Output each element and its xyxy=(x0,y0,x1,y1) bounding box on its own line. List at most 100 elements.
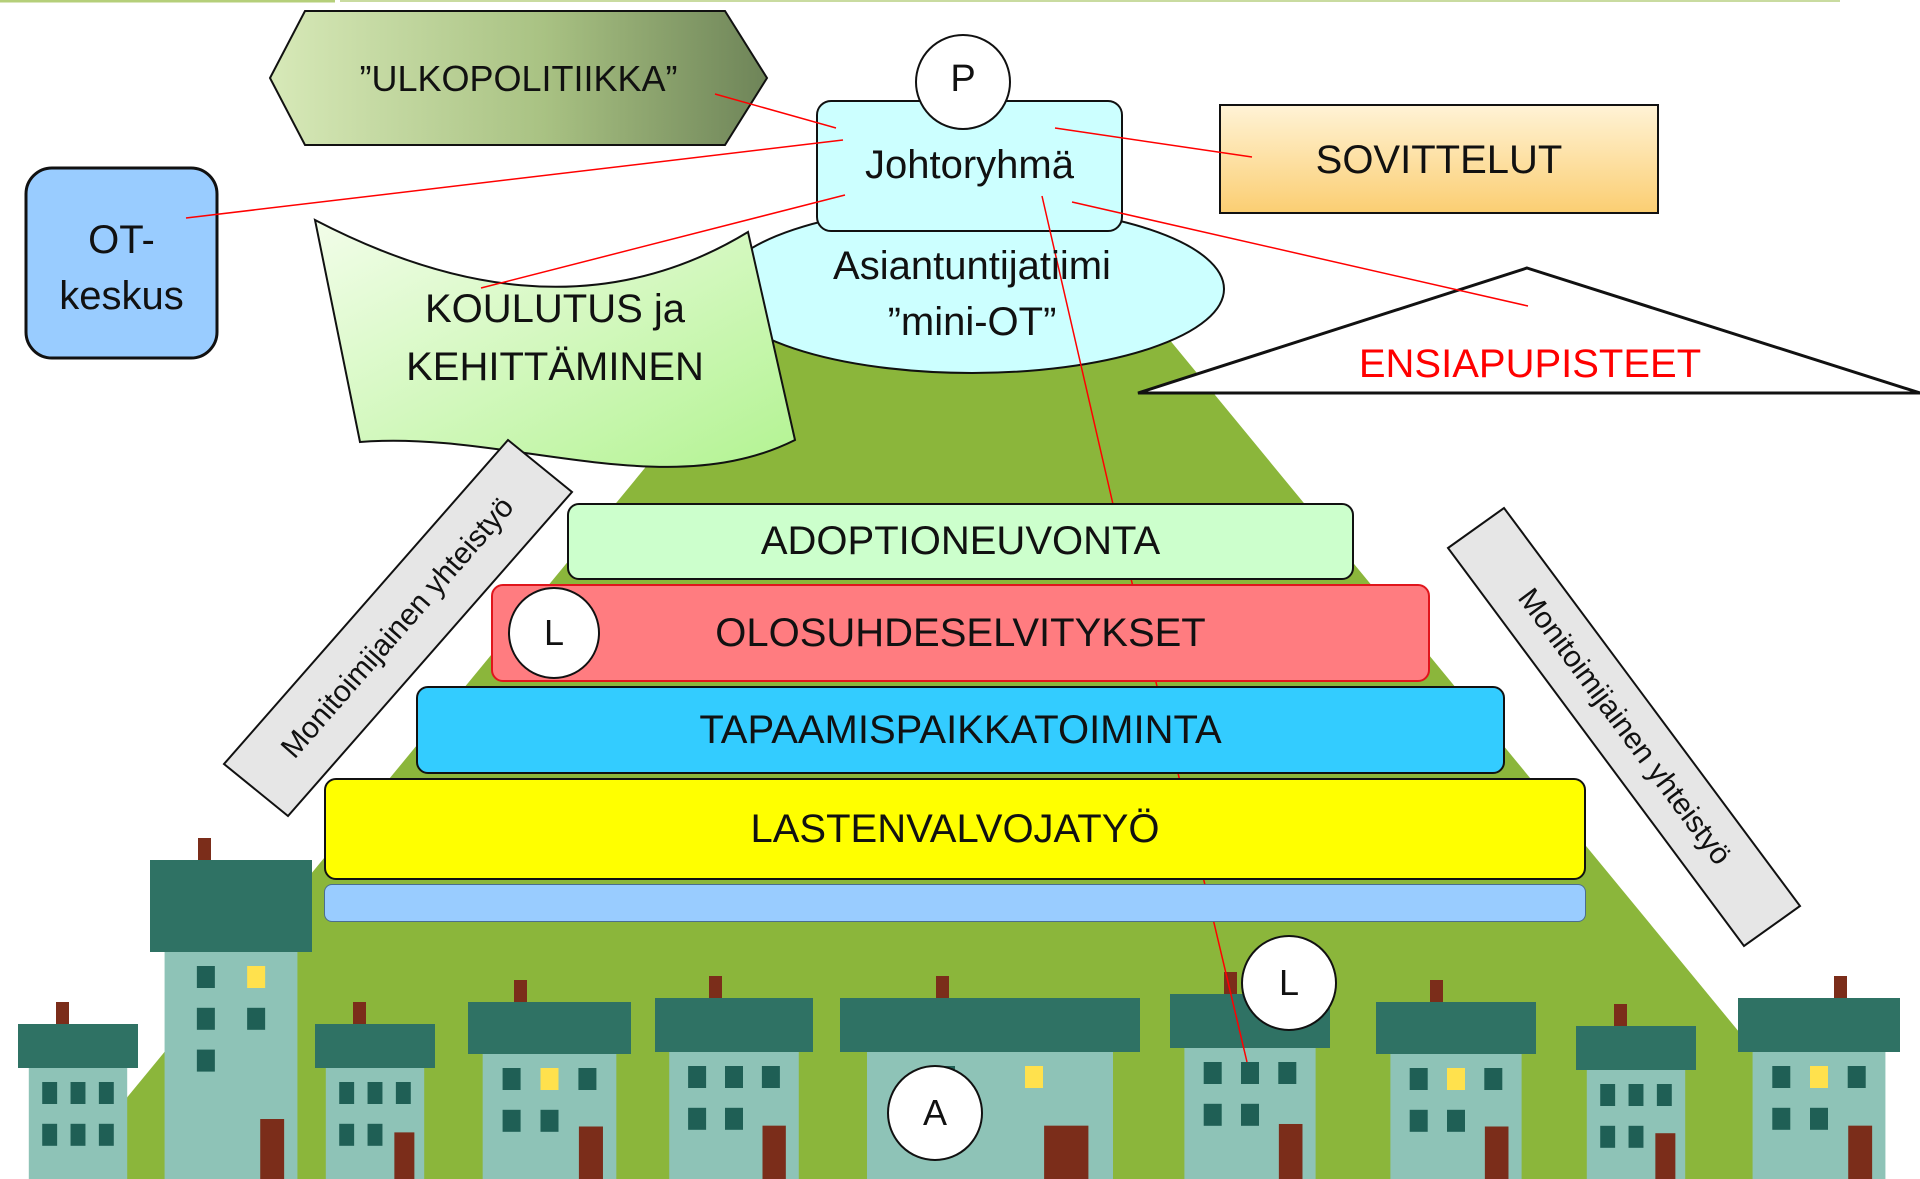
house-window xyxy=(1628,1084,1644,1106)
mediation-label: SOVITTELUT xyxy=(1315,138,1563,182)
house-window xyxy=(1772,1107,1791,1130)
layer-label: OLOSUHDESELVITYKSET xyxy=(715,610,1206,655)
house-window xyxy=(1600,1084,1616,1106)
circle-a-label: A xyxy=(922,1092,947,1133)
circle-l-lower-label: L xyxy=(1278,962,1300,1003)
training-banner xyxy=(313,218,797,468)
house-roof xyxy=(468,1002,631,1054)
house-window xyxy=(1810,1107,1828,1130)
house-window xyxy=(1409,1109,1428,1132)
connector-first-aid xyxy=(1071,201,1529,307)
house-window xyxy=(42,1123,58,1146)
house-window xyxy=(1025,1066,1043,1088)
expert-team-label-1: Asiantuntijatiimi xyxy=(833,244,1111,288)
circle-l-lower: L xyxy=(1241,935,1337,1031)
house-window xyxy=(502,1068,521,1090)
layer-label: ADOPTIONEUVONTA xyxy=(760,519,1161,563)
house-door xyxy=(578,1126,603,1179)
house-door xyxy=(1278,1123,1303,1179)
house-window xyxy=(540,1109,559,1132)
house-door xyxy=(762,1125,786,1179)
ot-center-label: OT- keskus xyxy=(59,218,184,318)
house-chimney xyxy=(709,976,722,1000)
training-label-1: KOULUTUS ja xyxy=(424,287,686,331)
house-window xyxy=(502,1109,521,1132)
house-chimney xyxy=(1834,976,1847,1000)
house-roof xyxy=(18,1024,138,1068)
house-window xyxy=(578,1068,597,1090)
cooperation-right-box xyxy=(1446,506,1802,948)
first-aid-label: ENSIAPUPISTEET xyxy=(1358,342,1702,386)
house-window xyxy=(196,966,215,988)
expert-team-label-2: ”mini-OT” xyxy=(887,300,1057,344)
house-window xyxy=(1203,1062,1222,1084)
house-door xyxy=(1848,1125,1873,1179)
connector-foreign-policy xyxy=(714,93,837,129)
house-window xyxy=(70,1123,86,1146)
house-window xyxy=(1447,1109,1465,1132)
layer-base-strip xyxy=(324,884,1586,922)
house-chimney xyxy=(56,1002,69,1026)
house-window xyxy=(42,1082,58,1104)
house-window xyxy=(1656,1084,1672,1106)
house-door xyxy=(1044,1125,1089,1179)
house-window xyxy=(339,1082,355,1104)
house-door xyxy=(1484,1126,1509,1179)
foreign-policy-label: ”ULKOPOLITIIKKA” xyxy=(359,58,678,99)
house-roof xyxy=(150,860,312,952)
house-door xyxy=(260,1119,285,1179)
house-window xyxy=(1628,1125,1644,1148)
house-window xyxy=(1241,1062,1259,1084)
house-window xyxy=(247,966,266,988)
circle-p-label: P xyxy=(950,58,976,100)
house-roof xyxy=(1576,1026,1696,1070)
house-window xyxy=(540,1068,559,1090)
steering-group-label: Johtoryhmä xyxy=(865,143,1074,187)
house-window xyxy=(339,1123,355,1146)
house-window xyxy=(1203,1103,1222,1126)
mediation-box xyxy=(1219,104,1659,214)
first-aid-triangle xyxy=(1137,266,1920,395)
house-window xyxy=(1810,1066,1828,1088)
house-window xyxy=(1484,1068,1503,1090)
layer-child-supervisor-work: LASTENVALVOJATYÖ xyxy=(324,778,1586,880)
house-window xyxy=(1241,1103,1259,1126)
connector-mediation xyxy=(1054,127,1253,158)
houses-row xyxy=(18,838,1900,1179)
connector-training xyxy=(480,194,846,289)
house-window xyxy=(247,1007,266,1030)
circle-a: A xyxy=(887,1065,983,1161)
house-chimney xyxy=(353,1002,366,1026)
training-label-2: KEHITTÄMINEN xyxy=(406,345,704,389)
layer-meeting-place-activity: TAPAAMISPAIKKATOIMINTA xyxy=(416,686,1505,774)
house-roof xyxy=(315,1024,435,1068)
layer-circumstance-reports: OLOSUHDESELVITYKSET xyxy=(491,584,1430,682)
circle-l-middle: L xyxy=(508,587,600,679)
cooperation-left-box xyxy=(222,438,574,818)
house-roof xyxy=(1738,998,1900,1052)
house-window xyxy=(98,1123,114,1146)
house-door xyxy=(1655,1133,1676,1179)
layer-label: TAPAAMISPAIKKATOIMINTA xyxy=(699,707,1222,752)
house-window xyxy=(1772,1066,1791,1088)
layer-adoption-counselling: ADOPTIONEUVONTA xyxy=(567,503,1354,580)
house-window xyxy=(688,1107,707,1130)
house-window xyxy=(98,1082,114,1104)
house-window xyxy=(1447,1068,1465,1090)
layer-label: LASTENVALVOJATYÖ xyxy=(750,806,1160,851)
house-window xyxy=(725,1107,743,1130)
house-window xyxy=(1600,1125,1616,1148)
house-window xyxy=(1278,1062,1297,1084)
house-door xyxy=(394,1132,415,1179)
house-chimney xyxy=(936,976,949,1000)
foreign-policy-shape xyxy=(268,10,769,146)
house-window xyxy=(196,1007,215,1030)
house-window xyxy=(367,1082,383,1104)
house-window xyxy=(688,1066,707,1088)
house-roof xyxy=(655,998,813,1052)
house-window xyxy=(395,1082,411,1104)
house-window xyxy=(1409,1068,1428,1090)
circle-l-middle-label: L xyxy=(543,612,565,653)
house-window xyxy=(196,1049,215,1072)
